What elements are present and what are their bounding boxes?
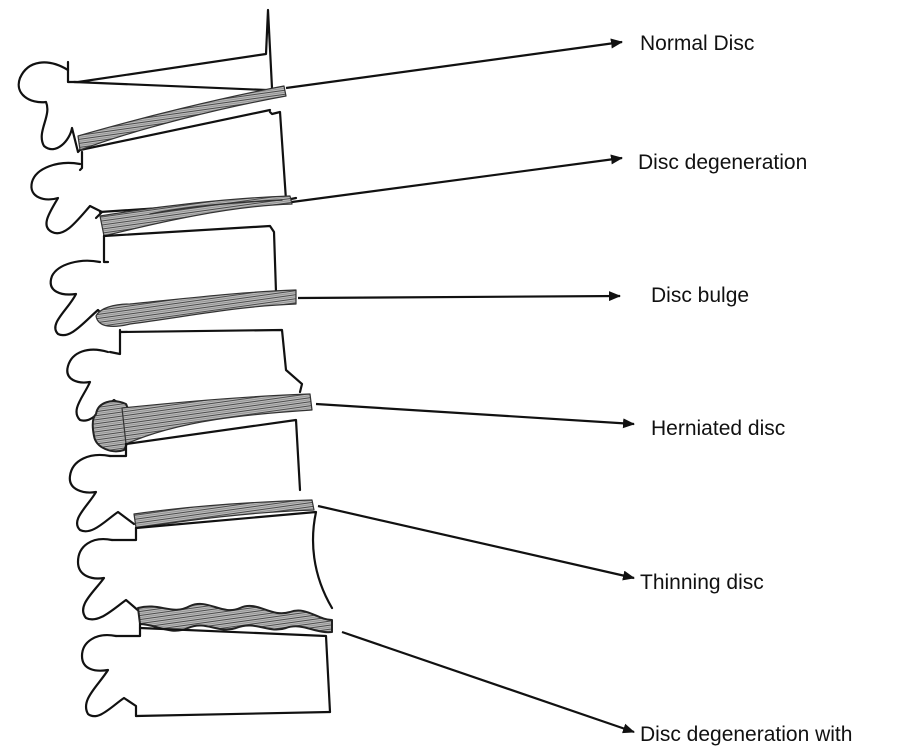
arrow-normal-disc [286, 42, 622, 88]
label-disc-degeneration-with: Disc degeneration with [640, 724, 852, 745]
arrow-disc-degeneration-with [342, 632, 634, 732]
label-normal-disc: Normal Disc [640, 33, 754, 54]
label-disc-bulge: Disc bulge [651, 285, 749, 306]
label-disc-degeneration: Disc degeneration [638, 152, 807, 173]
vertebra-7 [82, 624, 330, 716]
disc-normal [78, 86, 286, 150]
label-herniated-disc: Herniated disc [651, 418, 785, 439]
label-thinning-disc: Thinning disc [640, 572, 764, 593]
arrow-disc-bulge [298, 296, 620, 298]
arrow-disc-degeneration [292, 158, 622, 202]
vertebra-6 [78, 512, 332, 619]
arrow-thinning-disc [318, 506, 634, 578]
vertebra-1 [19, 10, 272, 152]
disc-bulge [96, 290, 296, 326]
disc-herniated [122, 394, 312, 444]
disc-degeneration-osteophyte [138, 604, 332, 632]
arrow-herniated-disc [316, 404, 634, 424]
